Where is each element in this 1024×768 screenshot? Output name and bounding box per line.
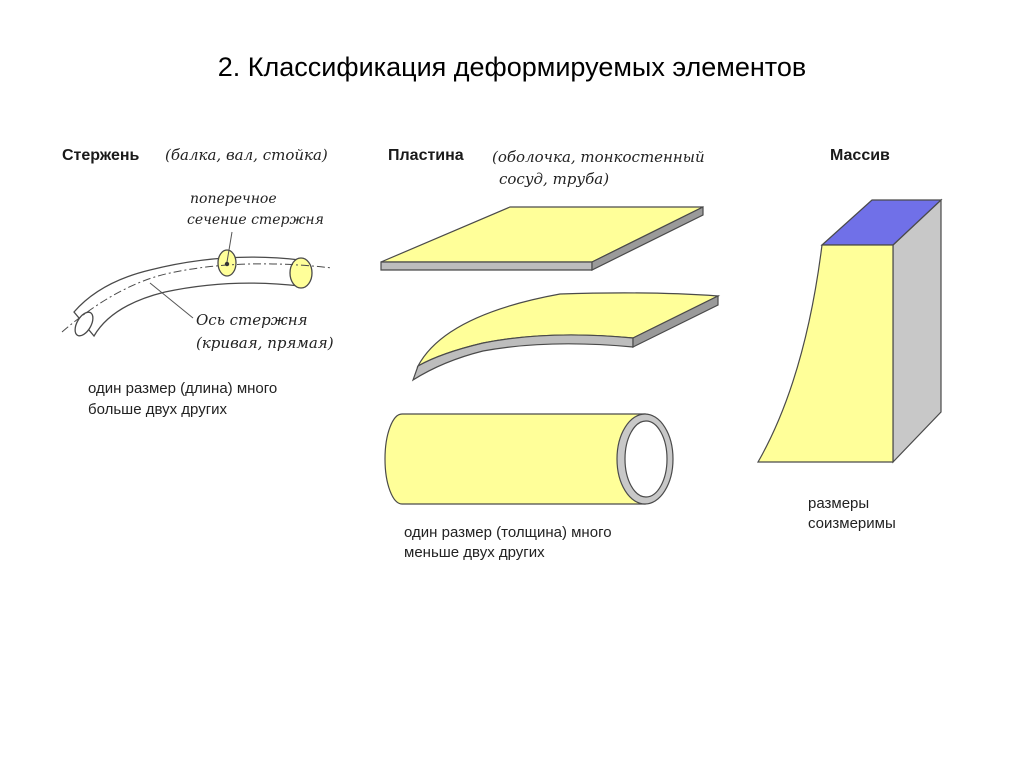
axis-label-line1: Ось стержня: [196, 311, 308, 329]
massive-description-line2: соизмеримы: [808, 515, 896, 532]
rod-examples: (балка, вал, стойка): [165, 146, 328, 164]
rod-heading: Стержень: [62, 147, 140, 164]
massive-description-line1: размеры: [808, 495, 869, 512]
curved-shell-side-edge: [632, 295, 719, 348]
axis-label-line2: (кривая, прямая): [196, 334, 334, 352]
rod-description-line2: больше двух других: [88, 401, 228, 418]
rod-description-line1: один размер (длина) много: [88, 380, 277, 397]
cross-section-label-line2: сечение стержня: [187, 212, 324, 228]
cross-section-leader: [226, 231, 233, 263]
flat-plate: [380, 206, 704, 271]
plate-examples-line1: (оболочка, тонкостенный: [492, 148, 705, 166]
massive-side-face: [892, 198, 942, 464]
plate-section: Пластина (оболочка, тонкостенный сосуд, …: [380, 147, 721, 561]
cross-section-label-line1: поперечное: [190, 191, 277, 207]
plate-description-line2: меньше двух других: [404, 544, 545, 561]
massive-front-face: [756, 244, 894, 463]
massive-heading: Массив: [830, 147, 890, 164]
rod-end-far: [289, 257, 313, 289]
curved-shell: [411, 292, 721, 382]
rod-section: Стержень (балка, вал, стойка) поперечное: [61, 146, 334, 418]
rod-drawing: [61, 231, 333, 338]
massive-block: [756, 198, 943, 464]
plate-examples-line2: сосуд, труба): [499, 170, 609, 188]
plate-heading: Пластина: [388, 147, 464, 164]
plate-description-line1: один размер (толщина) много: [404, 524, 612, 541]
tube: [384, 413, 674, 505]
rod-axis: [61, 263, 333, 333]
flat-plate-front-edge: [380, 261, 593, 271]
tube-body: [384, 413, 646, 505]
rod-axis-point: [224, 261, 230, 267]
axis-leader: [149, 282, 194, 319]
tube-end-inner: [624, 420, 668, 498]
slide-title: 2. Классификация деформируемых элементов: [217, 52, 807, 82]
massive-section: Массив размеры соизмеримы: [756, 147, 943, 532]
flat-plate-side-edge: [591, 206, 704, 271]
